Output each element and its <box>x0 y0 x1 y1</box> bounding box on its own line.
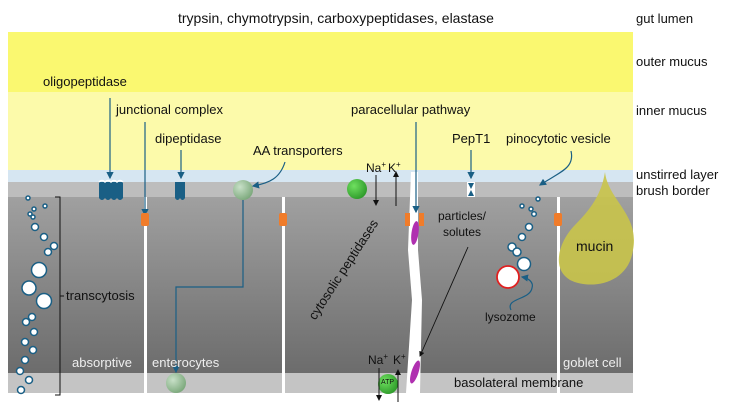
particles-pointer <box>419 246 469 357</box>
cell-boundary <box>282 197 285 393</box>
na-label-bottom: Na+ <box>368 352 388 367</box>
lysozome-pointer <box>509 274 533 311</box>
plus-sign: + <box>383 352 389 361</box>
aa-transporter-top <box>233 180 253 200</box>
plus-sign: + <box>401 352 406 361</box>
lysozome <box>496 265 520 289</box>
outer-mucus-label: outer mucus <box>636 54 708 69</box>
dipeptidase-label: dipeptidase <box>155 131 222 146</box>
basolateral-membrane-label: basolateral membrane <box>454 375 584 390</box>
aa-transporter-bottom <box>166 373 186 393</box>
inner-mucus-label: inner mucus <box>636 103 707 118</box>
particle-top <box>411 221 419 245</box>
na-label-top: Na+ <box>366 160 386 175</box>
na-k-pump-top <box>347 179 367 199</box>
lysozome-label: lysozome <box>485 310 536 324</box>
brush-border-label: brush border <box>636 183 710 198</box>
transcytosis-bracket <box>55 196 64 396</box>
cell-boundary <box>557 197 560 393</box>
particles-text: particles/ <box>438 209 487 223</box>
tight-junction <box>141 213 149 226</box>
aa-transport-path <box>172 200 244 374</box>
pinocytotic-vesicles <box>507 196 541 272</box>
pept1-label: PepT1 <box>452 131 491 146</box>
inner-mucus-layer <box>8 92 633 170</box>
brush-border-layer <box>8 182 633 197</box>
na-k-atp-pump-bottom <box>378 374 398 394</box>
tight-junction <box>279 213 287 226</box>
cell-layer <box>8 197 633 373</box>
mucin-label: mucin <box>576 238 614 254</box>
na-text: Na <box>366 161 382 175</box>
pept1-transporter <box>467 182 475 197</box>
tight-junction <box>554 213 562 226</box>
tight-junction <box>405 213 410 226</box>
paracellular-pathway-label: paracellular pathway <box>351 102 471 117</box>
transcytosis-vesicles <box>15 195 59 395</box>
unstirred-layer <box>8 170 633 182</box>
k-label-top: K+ <box>388 160 401 175</box>
plus-sign: + <box>396 160 401 169</box>
unstirred-layer-label: unstirred layer <box>636 167 719 182</box>
oligopeptidase-label: oligopeptidase <box>43 74 127 89</box>
junctional-complex-label: junctional complex <box>116 102 223 117</box>
transcytosis-label: transcytosis <box>66 288 135 303</box>
aa-transporters-pointer <box>251 161 286 189</box>
particles-solutes-label: particles/ solutes <box>438 208 486 240</box>
aa-transporters-label: AA transporters <box>253 143 343 158</box>
pinocytotic-vesicle-pointer <box>538 150 573 186</box>
absorptive-label: absorptive <box>72 355 132 370</box>
lumen-enzymes-label: trypsin, chymotrypsin, carboxypeptidases… <box>178 10 494 26</box>
mucin-droplet <box>558 172 634 285</box>
oligopeptidase-enzyme <box>98 179 124 200</box>
na-text: Na <box>368 353 384 367</box>
dipeptidase-enzyme <box>175 182 185 200</box>
outer-mucus-layer <box>8 32 633 92</box>
tight-junction <box>419 213 424 226</box>
plus-sign: + <box>381 160 387 169</box>
k-label-bottom: K+ <box>393 352 406 367</box>
particle-bottom <box>410 360 420 384</box>
atp-label: ATP <box>381 379 395 386</box>
k-text: K <box>393 353 402 367</box>
enterocytes-label: enterocytes <box>152 355 220 370</box>
goblet-cell-label: goblet cell <box>563 355 622 370</box>
solutes-text: solutes <box>443 225 482 239</box>
basolateral-membrane-layer <box>8 373 633 393</box>
cell-boundary <box>144 197 147 393</box>
k-text: K <box>388 161 397 175</box>
gut-lumen-label: gut lumen <box>636 11 694 26</box>
pinocytotic-vesicle-label: pinocytotic vesicle <box>506 131 611 146</box>
